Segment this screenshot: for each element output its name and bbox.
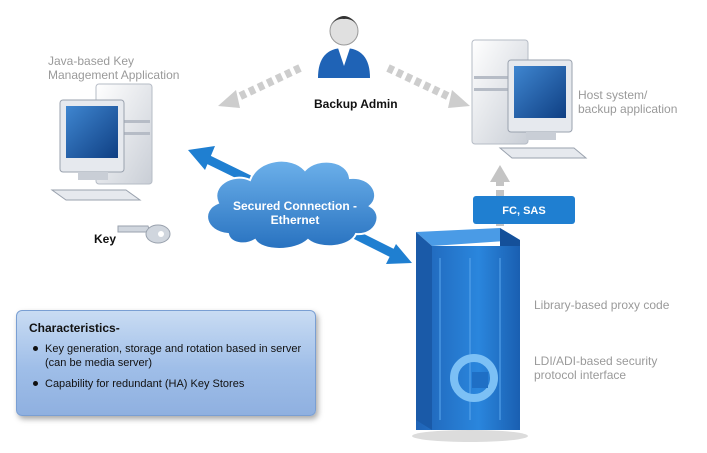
proxy-label: Library-based proxy code	[534, 298, 670, 312]
characteristics-list: Key generation, storage and rotation bas…	[29, 342, 307, 391]
fc-sas-box	[473, 196, 575, 224]
characteristics-box: Characteristics- Key generation, storage…	[16, 310, 316, 416]
user-icon	[318, 16, 370, 78]
cloud-label: Secured Connection - Ethernet	[232, 199, 357, 227]
cloud-to-server-arrow	[347, 227, 412, 264]
server-icon	[412, 228, 528, 442]
computer-icon	[471, 39, 588, 159]
cloud-to-kma-arrow	[188, 146, 252, 185]
key-label: Key	[94, 232, 117, 246]
fc-sas-label: FC, SAS	[502, 205, 546, 217]
kma-label: Java-based Key Management Application	[48, 54, 180, 82]
admin-to-host-arrow	[386, 64, 470, 108]
backup-admin-label: Backup Admin	[314, 97, 398, 111]
cloud-icon	[206, 159, 379, 250]
list-item: Capability for redundant (HA) Key Stores	[29, 377, 307, 391]
computer-icon	[50, 83, 153, 201]
security-label: LDI/ADI-based security protocol interfac…	[534, 354, 658, 382]
key-icon	[117, 224, 171, 244]
host-label: Host system/ backup application	[578, 88, 678, 116]
admin-to-kma-arrow	[218, 64, 302, 108]
list-item: Key generation, storage and rotation bas…	[29, 342, 307, 370]
characteristics-title: Characteristics-	[29, 321, 120, 335]
